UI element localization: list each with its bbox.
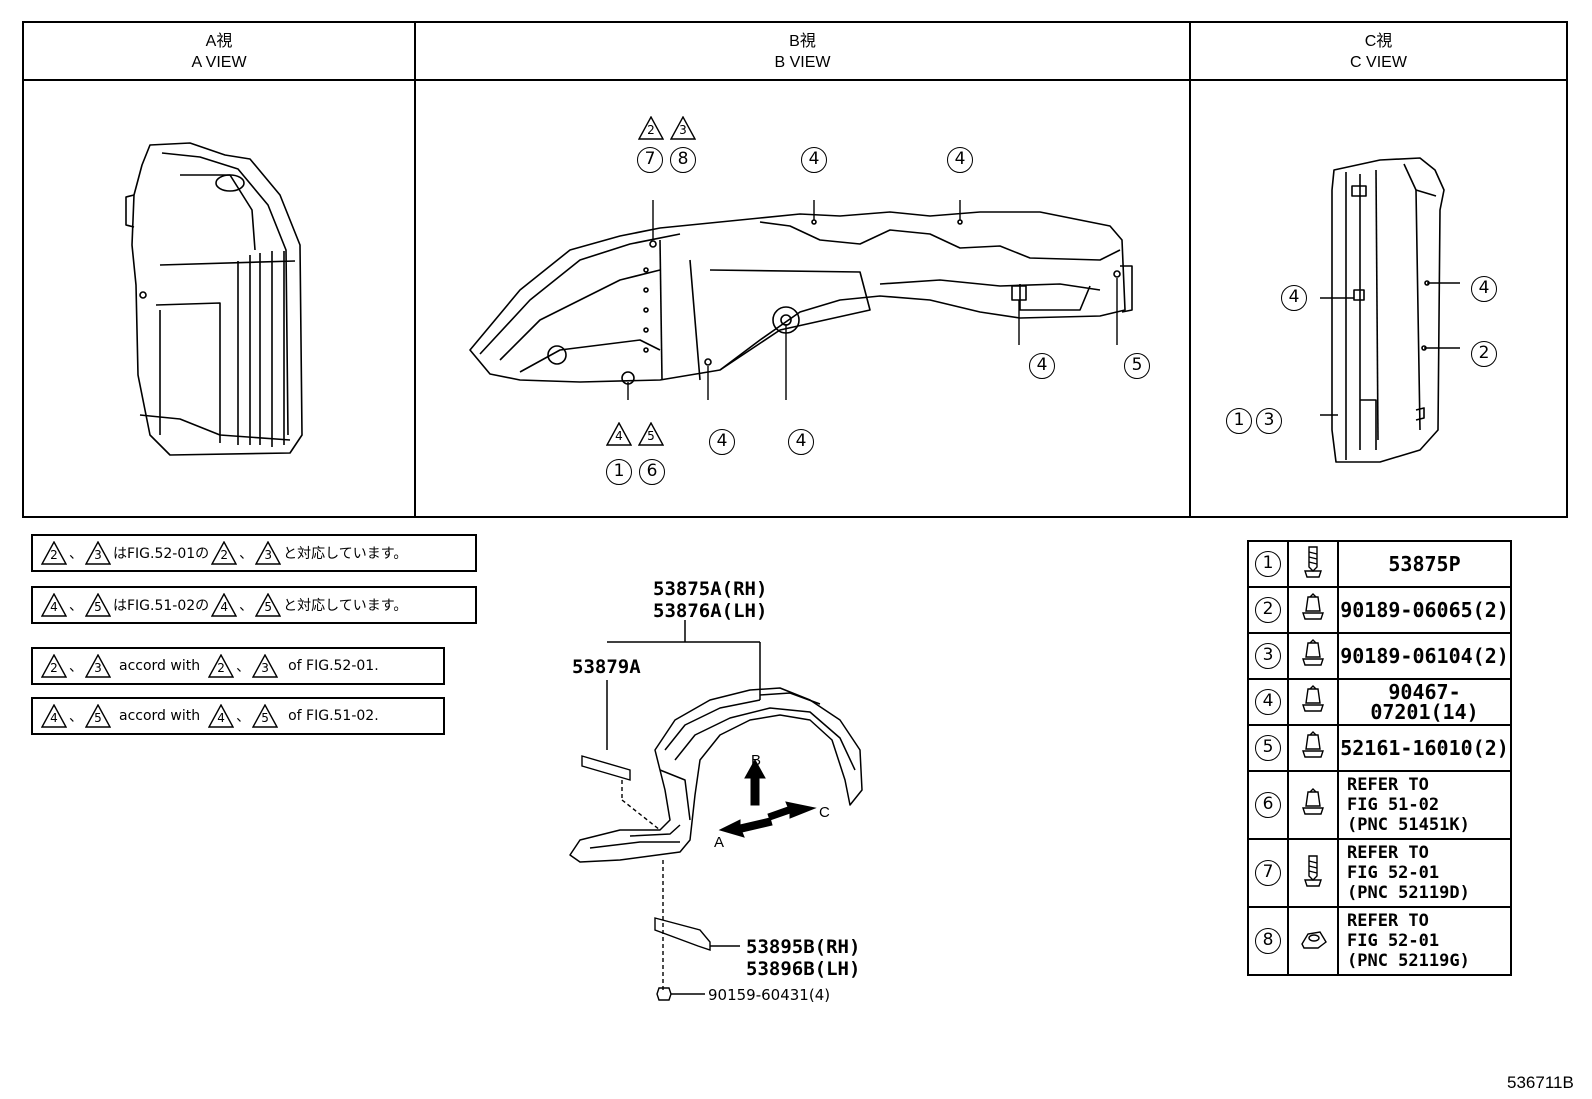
legend-row: 2 90189-06065(2) xyxy=(1247,586,1512,634)
c-view-drawing xyxy=(1320,157,1460,463)
legend-number: 7 xyxy=(1255,860,1281,886)
view-c-en: C VIEW xyxy=(1350,54,1407,71)
legend-text: FIG 52-01 xyxy=(1347,931,1440,951)
view-c-jp: C視 xyxy=(1364,33,1393,50)
part-53875a: 53875A(RH) xyxy=(653,578,768,600)
b-callout-circ-6: 6 xyxy=(639,459,665,485)
legend-number: 8 xyxy=(1255,928,1281,954)
b-callout-tri-2: 2 xyxy=(636,116,666,140)
b-callout-circ-8: 8 xyxy=(670,147,696,173)
legend-row: 3 90189-06104(2) xyxy=(1247,632,1512,680)
arrow-b xyxy=(744,758,766,806)
legend-text: (PNC 52119G) xyxy=(1347,951,1470,971)
b-callout-bottom-c: 4 xyxy=(1029,353,1055,379)
b-callout-bottom-a: 4 xyxy=(709,429,735,455)
b-callout-circ-7: 7 xyxy=(637,147,663,173)
legend-text: 52161-16010(2) xyxy=(1340,736,1509,760)
view-header-a: A視 A VIEW xyxy=(23,31,415,73)
b-callout-tri-4: 4 xyxy=(604,422,634,446)
legend-number: 4 xyxy=(1255,689,1281,715)
parts-legend-table: 1 53875P 2 90189-06065(2) 3 90189-06104(2) 4 90… xyxy=(1247,540,1512,976)
legend-number: 6 xyxy=(1255,792,1281,818)
view-b-jp: B視 xyxy=(789,33,816,50)
clip-icon xyxy=(1300,592,1326,628)
c-callout-left-1: 1 xyxy=(1226,408,1252,434)
part-53895b: 53895B(RH) xyxy=(746,936,861,958)
b-callout-top-mid: 4 xyxy=(801,147,827,173)
legend-text: FIG 52-01 xyxy=(1347,863,1440,883)
legend-number: 1 xyxy=(1255,551,1281,577)
c-callout-left-4: 4 xyxy=(1281,285,1307,311)
b-view-drawing xyxy=(469,200,1133,400)
c-callout-right-4: 4 xyxy=(1471,276,1497,302)
arrow-label-c: C xyxy=(819,804,830,821)
legend-text: 90189-06104(2) xyxy=(1340,644,1509,668)
b-callout-circ-1: 1 xyxy=(606,459,632,485)
b-callout-tri-5: 5 xyxy=(636,422,666,446)
legend-text: (PNC 52119D) xyxy=(1347,883,1470,903)
legend-row: 1 53875P xyxy=(1247,540,1512,588)
screw-icon xyxy=(1301,854,1325,893)
legend-text: REFER TO xyxy=(1347,843,1429,863)
view-a-jp: A視 xyxy=(205,33,233,50)
legend-text: REFER TO xyxy=(1347,775,1429,795)
legend-text: (PNC 51451K) xyxy=(1347,815,1470,835)
view-header-c: C視 C VIEW xyxy=(1190,31,1567,73)
b-callout-bottom-b: 4 xyxy=(788,429,814,455)
legend-row: 4 90467-07201(14) xyxy=(1247,678,1512,726)
screw-icon xyxy=(1301,545,1325,584)
c-callout-right-2: 2 xyxy=(1471,341,1497,367)
part-53896b: 53896B(LH) xyxy=(746,958,861,980)
clip-icon xyxy=(1300,684,1326,720)
view-header-b: B視 B VIEW xyxy=(415,31,1190,73)
legend-number: 3 xyxy=(1255,643,1281,669)
clip-icon xyxy=(1300,787,1326,823)
figure-id: 536711B xyxy=(1507,1073,1574,1092)
legend-text: REFER TO xyxy=(1347,911,1429,931)
arrow-label-a: A xyxy=(714,834,725,851)
b-callout-tri-3: 3 xyxy=(668,116,698,140)
legend-text: FIG 51-02 xyxy=(1347,795,1440,815)
b-callout-top-right: 4 xyxy=(947,147,973,173)
part-53876a: 53876A(LH) xyxy=(653,600,768,622)
part-90159: 90159-60431(4) xyxy=(708,986,831,1004)
nut-icon xyxy=(1298,930,1328,957)
b-callout-bottom-d: 5 xyxy=(1124,353,1150,379)
legend-number: 2 xyxy=(1255,597,1281,623)
c-callout-left-3: 3 xyxy=(1256,408,1282,434)
legend-text: 53875P xyxy=(1388,552,1461,576)
part-53879a: 53879A xyxy=(572,656,641,678)
a-view-drawing xyxy=(125,142,303,456)
legend-text: 90189-06065(2) xyxy=(1340,598,1509,622)
clip-icon xyxy=(1300,638,1326,674)
arrow-label-b: B xyxy=(751,752,762,769)
view-b-en: B VIEW xyxy=(774,54,831,71)
legend-row: 5 52161-16010(2) xyxy=(1247,724,1512,772)
legend-number: 5 xyxy=(1255,735,1281,761)
legend-text: 90467-07201(14) xyxy=(1370,680,1479,724)
clip-icon xyxy=(1300,730,1326,766)
assembly-drawing xyxy=(569,620,863,1001)
view-a-en: A VIEW xyxy=(191,54,247,71)
